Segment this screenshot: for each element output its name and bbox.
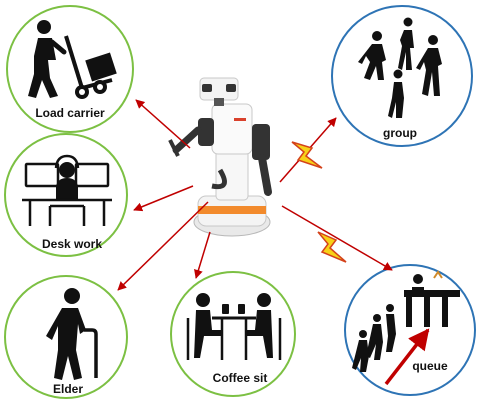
arrow-to-elder (117, 201, 209, 291)
node-label: Elder (53, 382, 83, 396)
arrow-to-desk-work (133, 185, 194, 212)
node-label: Desk work (42, 237, 102, 251)
worker-with-hand-truck-icon (28, 20, 117, 99)
lightning-bolt-icon (291, 141, 323, 169)
node-group: group (331, 5, 473, 147)
node-elder: Elder (4, 275, 128, 399)
node-label: group (383, 126, 417, 140)
service-robot-icon (168, 77, 272, 237)
people-queuing-at-counter-icon (352, 270, 460, 372)
node-load-carrier: Load carrier (6, 5, 134, 133)
node-queue: queue (344, 264, 476, 396)
node-desk-work: Desk work (4, 133, 128, 257)
node-label: Coffee sit (213, 371, 268, 385)
walking-crowd-icon (358, 17, 442, 118)
arrow-to-coffee-sit (194, 231, 211, 279)
elderly-person-with-cane-icon (46, 288, 98, 380)
node-label: queue (412, 359, 448, 373)
arrow-to-load-carrier (135, 99, 191, 149)
node-label: Load carrier (35, 106, 105, 120)
node-ring (6, 5, 134, 133)
two-people-at-cafe-table-icon (186, 293, 282, 360)
node-ring (344, 264, 476, 396)
arrow-to-queue (281, 205, 393, 271)
lightning-bolt-icon (317, 231, 347, 263)
desk-worker-with-headset-icon (22, 154, 112, 226)
node-coffee-sit: Coffee sit (170, 271, 296, 397)
queue-direction-arrow (384, 328, 430, 386)
